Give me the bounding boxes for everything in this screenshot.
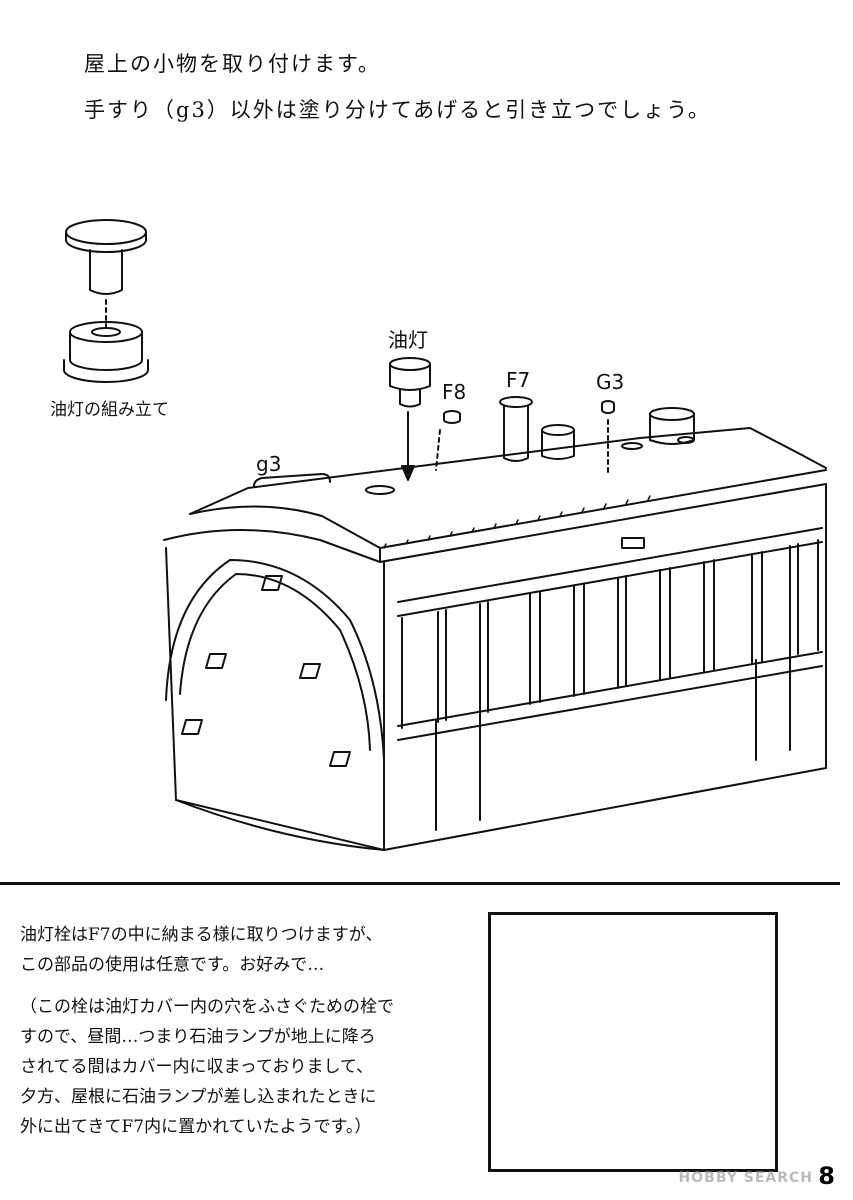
section-divider: [0, 882, 840, 885]
note-line: すので、昼間…つまり石油ランプが地上に降ろ: [20, 1027, 376, 1047]
intro-line-2: 手すり（g3）以外は塗り分けてあげると引き立つでしょう。: [84, 98, 711, 122]
g3-part: [601, 400, 615, 414]
label-g3-upper: G3: [596, 370, 625, 394]
oil-lamp-detail-drawing: [63, 219, 149, 383]
note-line: 夕方、屋根に石油ランプが差し込まれたときに: [20, 1087, 377, 1107]
label-f7: F7: [506, 368, 531, 392]
inset-figure-frame: [488, 912, 778, 1172]
roof-drawing: [163, 407, 827, 563]
intro-line-1: 屋上の小物を取り付けます。: [84, 52, 381, 76]
watermark: HOBBY SEARCH: [678, 1170, 813, 1186]
page-number: 8: [818, 1162, 835, 1190]
label-oil-lamp: 油灯: [388, 328, 428, 352]
oil-lamp-part: [389, 357, 431, 408]
oil-lamp-assembly-caption: 油灯の組み立て: [50, 400, 169, 420]
note-line: （この栓は油灯カバー内の穴をふさぐための栓で: [20, 997, 394, 1017]
note-line: 油灯栓はF7の中に納まる様に取りつけますが、: [20, 925, 383, 945]
f8-part: [443, 410, 461, 424]
note-block: 油灯栓はF7の中に納まる様に取りつけますが、 この部品の使用は任意です。お好みで…: [20, 920, 475, 1142]
label-g3-handrail: g3: [256, 452, 282, 476]
note-line: 外に出てきてF7内に置かれていたようです。）: [20, 1117, 372, 1137]
f7-part: [499, 396, 533, 462]
note-line: この部品の使用は任意です。お好みで…: [20, 955, 325, 975]
label-f8: F8: [442, 380, 467, 404]
car-body-drawing: [165, 483, 827, 851]
note-line: されてる間はカバー内に収まっておりまして、: [20, 1057, 374, 1077]
